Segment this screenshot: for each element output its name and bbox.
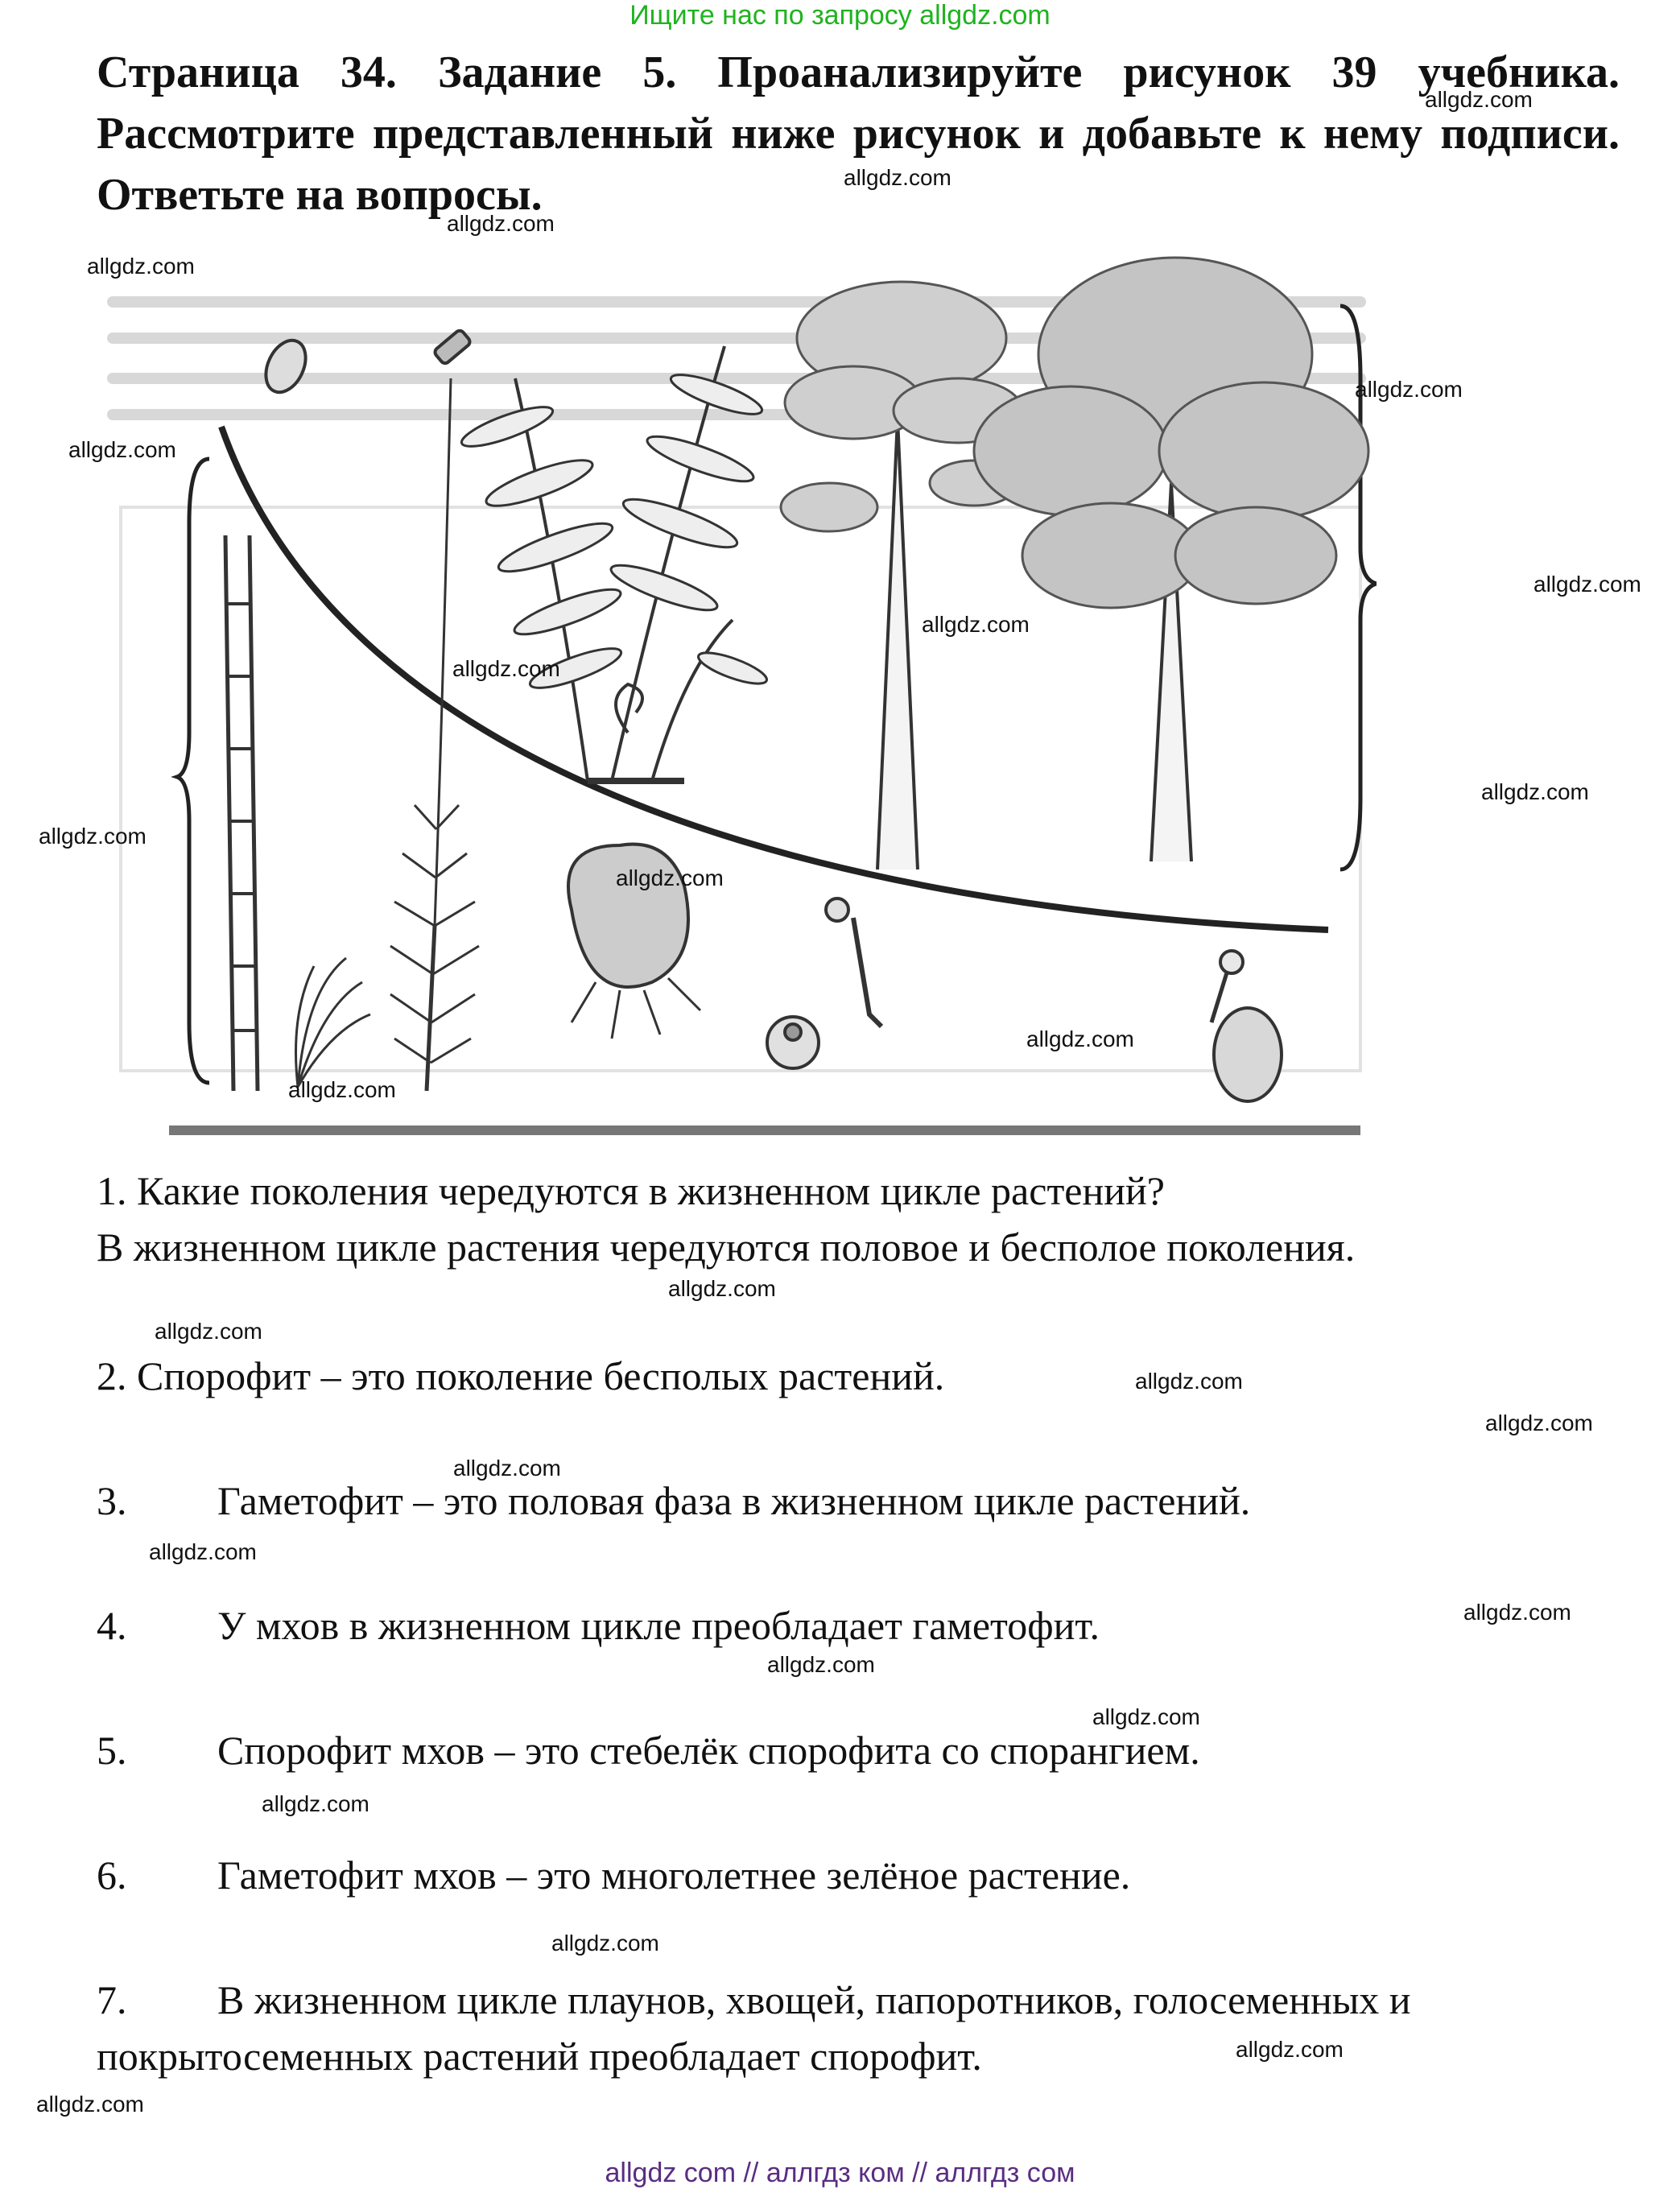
watermark: allgdz.com (36, 2092, 144, 2117)
watermark: allgdz.com (1425, 87, 1533, 112)
answer-6-text: Гаметофит мхов – это многолетнее зелёное… (217, 1852, 1131, 1898)
watermark: allgdz.com (767, 1652, 875, 1677)
watermark: allgdz.com (87, 254, 195, 279)
answer-7-line-1: 7. В жизненном цикле плаунов, хвощей, пап… (97, 1976, 1411, 2023)
task-title: Страница 34. Задание 5. Проанализируйте … (97, 47, 1620, 220)
watermark: allgdz.com (453, 1456, 561, 1481)
generation-curve (218, 425, 1329, 933)
answer-7-line-2: покрытосеменных растений преобладает спо… (97, 2034, 982, 2079)
watermark: allgdz.com (452, 656, 560, 681)
pine-tree (779, 280, 1024, 870)
fern-plant (460, 345, 768, 784)
spore (264, 338, 308, 394)
question-1: 1. Какие поколения чередуются в жизненно… (97, 1168, 1165, 1213)
watermark: allgdz.com (668, 1276, 776, 1301)
watermark: allgdz.com (447, 211, 555, 236)
answer-6-number: 6. (97, 1852, 127, 1898)
watermark: allgdz.com (155, 1319, 262, 1344)
watermark: allgdz.com (1355, 377, 1463, 402)
watermark: allgdz.com (616, 865, 724, 890)
watermark: allgdz.com (551, 1931, 659, 1956)
watermark: allgdz.com (844, 165, 951, 190)
watermark: allgdz.com (1092, 1704, 1200, 1729)
gametophyte-brace (171, 456, 210, 1085)
pine-pollen-tube (824, 897, 884, 1029)
answer-2: 2. Спорофит – это поколение бесполых рас… (97, 1353, 945, 1398)
plant-life-cycle-figure (105, 217, 1377, 1151)
fern-prothallus (567, 842, 702, 1039)
answer-1: В жизненном цикле растения чередуются по… (97, 1225, 1356, 1270)
watermark: allgdz.com (149, 1539, 257, 1564)
deciduous-tree (972, 256, 1370, 862)
moss-tuft (295, 956, 371, 1088)
moss-plant (390, 328, 480, 1092)
ground-line (169, 1125, 1360, 1135)
answer-3-text: Гаметофит – это половая фаза в жизненном… (217, 1478, 1251, 1523)
watermark: allgdz.com (1533, 572, 1641, 597)
watermark: allgdz.com (288, 1077, 396, 1102)
pine-ovule (766, 1015, 820, 1070)
watermark: allgdz.com (1463, 1600, 1571, 1625)
bottom-site-links[interactable]: allgdz com // аллгдз ком // аллгдз сом (605, 2158, 1075, 2188)
watermark: allgdz.com (922, 612, 1030, 637)
watermark: allgdz.com (68, 437, 176, 462)
flowering-pollen-grain (1209, 949, 1283, 1103)
watermark: allgdz.com (39, 824, 147, 849)
answer-4-text: У мхов в жизненном цикле преобладает гам… (217, 1603, 1100, 1648)
answer-5-number: 5. (97, 1728, 127, 1773)
answer-5-text: Спорофит мхов – это стебелёк спорофита с… (217, 1728, 1200, 1773)
answer-4-number: 4. (97, 1603, 127, 1648)
answer-3: 3. Гаметофит – это половая фаза в жизненн… (97, 1477, 1250, 1524)
watermark: allgdz.com (1236, 2037, 1344, 2062)
answer-7-text: В жизненном цикле плаунов, хвощей, папор… (217, 1977, 1411, 2022)
answer-6: 6. Гаметофит мхов – это многолетнее зелён… (97, 1852, 1130, 1898)
sporophyte-brace (1339, 304, 1377, 872)
watermark: allgdz.com (1026, 1026, 1134, 1051)
answer-3-number: 3. (97, 1478, 127, 1523)
watermark: allgdz.com (1481, 779, 1589, 804)
answer-5: 5. Спорофит мхов – это стебелёк спорофита… (97, 1727, 1200, 1774)
top-banner[interactable]: Ищите нас по запросу allgdz.com (629, 0, 1051, 31)
watermark: allgdz.com (1135, 1369, 1243, 1394)
watermark: allgdz.com (262, 1791, 369, 1816)
answer-4: 4. У мхов в жизненном цикле преобладает г… (97, 1602, 1100, 1649)
watermark: allgdz.com (1485, 1410, 1593, 1435)
algae-filament (223, 535, 260, 1092)
answer-7-number: 7. (97, 1977, 127, 2022)
